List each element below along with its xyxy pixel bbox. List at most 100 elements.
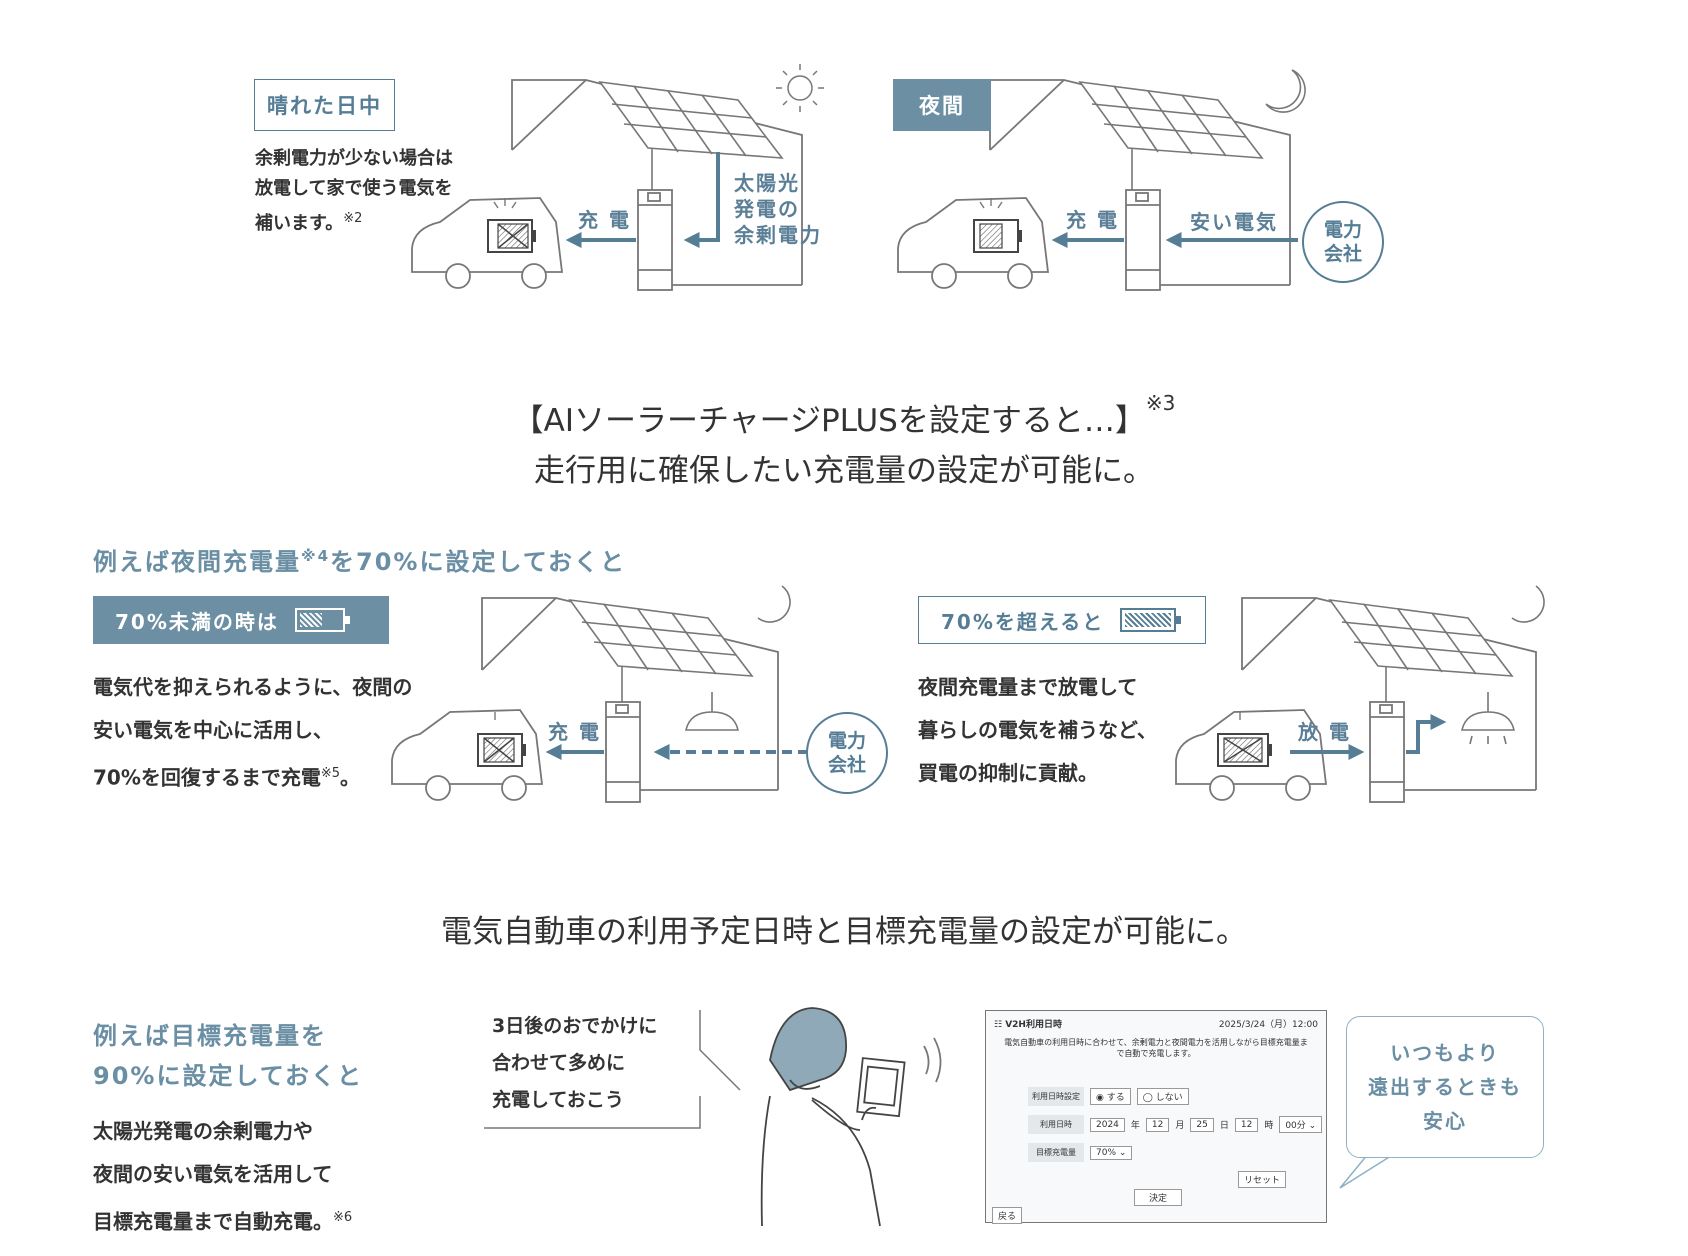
panel-title: ☷ V2H利用日時 [994, 1020, 1062, 1030]
unit: 年 [1130, 1121, 1140, 1131]
v2h-unit-night [1125, 189, 1161, 291]
panel-row-usage-datetime: 利用日時 2024 年 12 月 25 日 12 時 00分 ⌄ [1028, 1115, 1323, 1134]
reset-button[interactable]: リセット [1237, 1171, 1286, 1188]
heading-charge-setting: 走行用に確保したい充電量の設定が可能に。 [534, 453, 1154, 489]
decide-button[interactable]: 決定 [1134, 1189, 1183, 1206]
car-day [411, 197, 564, 289]
solar-panel-day [598, 80, 784, 190]
year-field[interactable]: 2024 [1090, 1117, 1125, 1132]
car-below70 [391, 709, 544, 801]
label-discharge-above70: 放 電 [1298, 720, 1351, 744]
desc-below-70: 電気代を抑えられるように、夜間の 安い電気を中心に活用し、 70%を回復するまで… [93, 666, 412, 800]
car-night [897, 197, 1050, 289]
badge-line: 会社 [827, 754, 866, 776]
panel-menu-icon: ☷ [994, 1020, 1006, 1030]
solar-panel-night [1078, 80, 1264, 190]
arrow-discharge-above70 [1290, 714, 1447, 760]
subtitle-pre: 例えば夜間充電量 [93, 548, 301, 576]
desc-sunny-daytime: 余剰電力が少ない場合は 放電して家で使う電気を 補います。※2 [255, 144, 453, 239]
moon-icon [1265, 69, 1306, 113]
footnote-mark: ※3 [1145, 391, 1176, 415]
heading-line1: 【AIソーラーチャージPLUSを設定すると…】 [512, 403, 1146, 439]
heading-ai-solar-charge: 【AIソーラーチャージPLUSを設定すると…】※3 [0, 391, 1688, 440]
subtitle-target-charge: 例えば目標充電量を 90%に設定しておくと [93, 1016, 363, 1096]
bubble-tail [1339, 1153, 1395, 1189]
house-below70 [481, 597, 779, 791]
panel-datetime: 2025/3/24（月）12:00 [1218, 1020, 1318, 1030]
house-above70 [1241, 597, 1537, 791]
lamp-icon-mid-right [1461, 692, 1515, 745]
solar-panel-above70 [1328, 598, 1514, 702]
label-solar-surplus: 太陽光 発電の 余剰電力 [734, 170, 822, 248]
v2h-unit-below70 [605, 701, 641, 803]
row-label: 利用日時設定 [1028, 1087, 1084, 1106]
speech-line: 3日後のおでかけに [492, 1015, 658, 1037]
hour-field[interactable]: 12 [1234, 1117, 1259, 1132]
subtitle-post: を70%に設定しておくと [330, 548, 627, 576]
footnote-mark: ※4 [301, 547, 331, 565]
unit: 日 [1219, 1121, 1229, 1131]
subtitle-line: 90%に設定しておくと [93, 1062, 364, 1090]
radio-no[interactable]: ◯ しない [1136, 1088, 1189, 1105]
sun-icon [776, 64, 824, 112]
row-label: 目標充電量 [1028, 1143, 1084, 1162]
footnote-mark: ※2 [343, 211, 363, 226]
unit: 月 [1175, 1121, 1185, 1131]
panel-row-target: 目標充電量 70% ⌄ [1028, 1143, 1133, 1162]
minute-select[interactable]: 00分 ⌄ [1279, 1116, 1323, 1133]
desc-line: 安い電気を中心に活用し、 [93, 718, 333, 742]
person-illustration [760, 1007, 942, 1227]
tag-below-70: 70%未満の時は [93, 596, 389, 644]
footnote-mark: ※6 [333, 1210, 353, 1225]
desc-line: 暮らしの電気を補うなど、 [918, 718, 1157, 742]
utility-company-badge-mid: 電力会社 [806, 712, 888, 794]
label-charge-below70: 充 電 [548, 720, 601, 744]
arrow-charge-day [565, 152, 720, 248]
moon-icon-mid-right [1511, 585, 1545, 623]
moon-icon-mid-left [757, 585, 791, 623]
desc-line: 太陽光発電の余剰電力や [93, 1119, 313, 1143]
bubble-line: いつもより [1390, 1041, 1500, 1065]
back-button[interactable]: 戻る [992, 1207, 1023, 1224]
desc-line: 夜間の安い電気を活用して [93, 1162, 333, 1186]
tag-night: 夜間 [893, 79, 991, 131]
desc-line: 買電の抑制に貢献。 [918, 761, 1098, 785]
desc-line: 補います。 [255, 213, 344, 234]
target-charge-select[interactable]: 70% ⌄ [1090, 1145, 1133, 1160]
unit: 時 [1264, 1121, 1274, 1131]
solar-panel-below70 [568, 598, 754, 702]
tag-text: 70%未満の時は [115, 609, 279, 634]
tag-above-70: 70%を超えると [918, 596, 1206, 644]
desc-line: 放電して家で使う電気を [255, 178, 453, 199]
desc-line: 電気代を抑えられるように、夜間の [93, 675, 413, 699]
v2h-unit-above70 [1369, 701, 1405, 803]
label-cheap-power: 安い電気 [1190, 210, 1278, 234]
battery-full-icon [1120, 608, 1182, 632]
speech-text: 3日後のおでかけに 合わせて多めに 充電しておこう [492, 1008, 657, 1119]
radio-yes[interactable]: ◉ する [1090, 1088, 1131, 1105]
label-line: 発電の [734, 197, 800, 221]
bubble-line: 安心 [1423, 1109, 1467, 1133]
speech-line: 充電しておこう [492, 1089, 624, 1111]
tag-sunny-daytime: 晴れた日中 [254, 79, 395, 131]
desc-line: 夜間充電量まで放電して [918, 675, 1138, 699]
panel-row-usage-setting: 利用日時設定 ◉ する ◯ しない [1028, 1087, 1189, 1106]
label-charge-day: 充 電 [578, 208, 631, 232]
badge-line: 電力 [1323, 219, 1362, 241]
badge-line: 会社 [1323, 243, 1362, 265]
footnote-mark: ※5 [320, 766, 341, 781]
desc-line: 余剰電力が少ない場合は [255, 148, 453, 169]
desc-line: 目標充電量まで自動充電。 [93, 1209, 333, 1234]
label-charge-night: 充 電 [1066, 208, 1119, 232]
battery-low-icon [294, 608, 350, 632]
month-field[interactable]: 12 [1145, 1117, 1170, 1132]
label-line: 余剰電力 [734, 223, 822, 247]
car-above70 [1175, 709, 1328, 801]
bubble-line: 遠出するときも [1368, 1075, 1522, 1099]
day-field[interactable]: 25 [1190, 1117, 1214, 1132]
subtitle-line: 例えば目標充電量を [93, 1022, 327, 1050]
utility-company-badge: 電力会社 [1302, 201, 1384, 283]
desc-above-70: 夜間充電量まで放電して 暮らしの電気を補うなど、 買電の抑制に貢献。 [918, 666, 1157, 795]
row-label: 利用日時 [1028, 1115, 1084, 1134]
